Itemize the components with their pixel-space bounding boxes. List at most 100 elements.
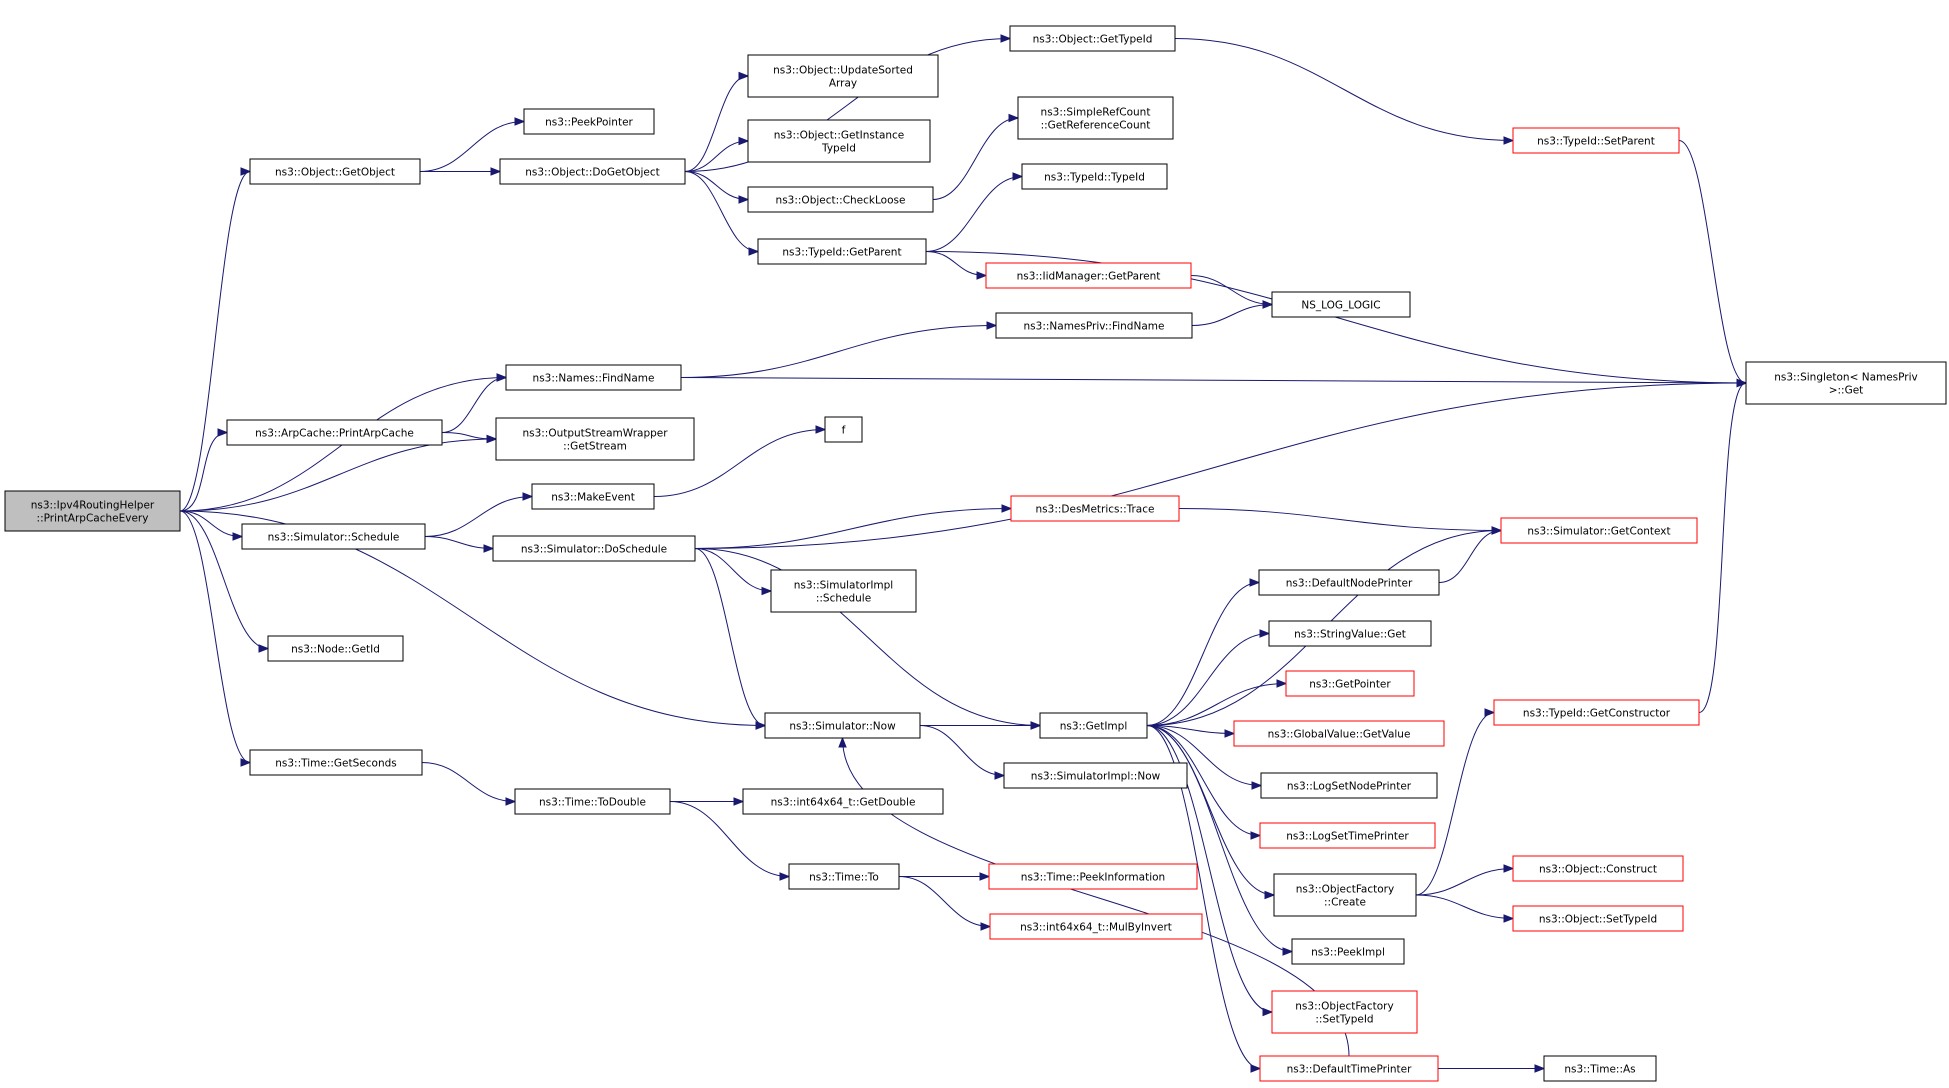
node-int64GetDouble[interactable]: ns3::int64x64_t::GetDouble (742, 788, 944, 815)
edge-getImpl-to-globalValueGetValue (1146, 725, 1236, 738)
node-label: ns3::TypeId::SetParent (1537, 136, 1655, 148)
node-simImplNow[interactable]: ns3::SimulatorImpl::Now (1003, 762, 1188, 789)
node-label: ns3::Time::GetSeconds (275, 758, 396, 770)
node-simNow[interactable]: ns3::Simulator::Now (764, 712, 921, 739)
node-label: ::PrintArpCacheEvery (37, 513, 149, 525)
node-timeTo[interactable]: ns3::Time::To (788, 863, 900, 890)
node-peekPointer[interactable]: ns3::PeekPointer (523, 108, 655, 135)
node-box (1291, 938, 1405, 965)
node-nsLogLogic[interactable]: NS_LOG_LOGIC (1271, 291, 1411, 318)
node-getObject[interactable]: ns3::Object::GetObject (249, 158, 421, 185)
node-getImpl[interactable]: ns3::GetImpl (1039, 712, 1148, 739)
node-label: f (842, 425, 846, 437)
call-edges (179, 34, 1748, 1073)
node-simDoSchedule[interactable]: ns3::Simulator::DoSchedule (492, 535, 696, 562)
node-label: ns3::TypeId::GetConstructor (1523, 708, 1671, 720)
node-label: ns3::Ipv4RoutingHelper (31, 500, 155, 512)
edge-doGetObject-to-typeIdGetParent (684, 171, 760, 256)
node-label: ns3::TypeId::GetParent (782, 247, 901, 259)
node-typeIdSetParent[interactable]: ns3::TypeId::SetParent (1512, 127, 1680, 154)
node-objectConstruct[interactable]: ns3::Object::Construct (1512, 855, 1684, 882)
node-box (1512, 855, 1684, 882)
node-box (1273, 873, 1417, 917)
node-label: ::Create (1324, 897, 1366, 909)
node-label: TypeId (821, 143, 856, 155)
node-label: ns3::Simulator::GetContext (1527, 526, 1670, 538)
node-box (492, 535, 696, 562)
node-timeToDouble[interactable]: ns3::Time::ToDouble (514, 788, 671, 815)
edge-namesPrivFindName-to-nsLogLogic (1191, 300, 1274, 326)
node-label: ns3::GetPointer (1309, 679, 1391, 691)
node-iidGetParent[interactable]: ns3::IidManager::GetParent (985, 262, 1192, 289)
edge-simDoSchedule-to-simNow (694, 548, 767, 730)
node-box (824, 416, 863, 443)
node-timePeekInformation[interactable]: ns3::Time::PeekInformation (988, 863, 1198, 890)
node-box (1500, 517, 1698, 544)
node-simGetContext[interactable]: ns3::Simulator::GetContext (1500, 517, 1698, 544)
node-box (249, 158, 421, 185)
node-typeIdTypeId[interactable]: ns3::TypeId::TypeId (1021, 163, 1168, 190)
edge-objectFactoryCreate-to-objectConstruct (1415, 864, 1515, 896)
node-box (1493, 699, 1700, 726)
node-label: ns3::LogSetTimePrinter (1286, 831, 1409, 843)
node-label: ns3::Object::Construct (1539, 864, 1657, 876)
node-label: ns3::Time::As (1564, 1064, 1635, 1076)
node-f[interactable]: f (824, 416, 863, 443)
node-defaultNodePrinter[interactable]: ns3::DefaultNodePrinter (1258, 569, 1440, 596)
node-stringValueGet[interactable]: ns3::StringValue::Get (1268, 620, 1432, 647)
node-objectSetTypeId[interactable]: ns3::Object::SetTypeId (1512, 905, 1684, 932)
node-box (1009, 25, 1176, 52)
node-box (770, 569, 917, 613)
node-label: ns3::GetImpl (1060, 721, 1128, 733)
node-logSetTimePrinter[interactable]: ns3::LogSetTimePrinter (1259, 822, 1436, 849)
node-box (747, 119, 931, 163)
node-globalValueGetValue[interactable]: ns3::GlobalValue::GetValue (1233, 720, 1445, 747)
node-namesPrivFindName[interactable]: ns3::NamesPriv::FindName (995, 312, 1193, 339)
node-peekImpl[interactable]: ns3::PeekImpl (1291, 938, 1405, 965)
node-label: ::GetStream (563, 441, 627, 453)
node-simpleRefCount[interactable]: ns3::SimpleRefCount::GetReferenceCount (1017, 96, 1174, 140)
node-box (267, 635, 404, 662)
node-box (1233, 720, 1445, 747)
node-checkLoose[interactable]: ns3::Object::CheckLoose (747, 186, 934, 213)
node-simImplSchedule[interactable]: ns3::SimulatorImpl::Schedule (770, 569, 917, 613)
node-logSetNodePrinter[interactable]: ns3::LogSetNodePrinter (1260, 772, 1438, 799)
node-typeIdGetConstructor[interactable]: ns3::TypeId::GetConstructor (1493, 699, 1700, 726)
node-doGetObject[interactable]: ns3::Object::DoGetObject (499, 158, 686, 185)
node-objectFactorySetTypeId[interactable]: ns3::ObjectFactory::SetTypeId (1271, 990, 1418, 1034)
node-objectFactoryCreate[interactable]: ns3::ObjectFactory::Create (1273, 873, 1417, 917)
node-makeEvent[interactable]: ns3::MakeEvent (531, 483, 655, 510)
edge-root-to-arpCachePrint (179, 428, 229, 512)
node-box (1543, 1055, 1657, 1082)
node-box (757, 238, 927, 265)
node-namesFindName[interactable]: ns3::Names::FindName (505, 364, 682, 391)
node-getPointer[interactable]: ns3::GetPointer (1285, 670, 1415, 697)
node-timeGetSeconds[interactable]: ns3::Time::GetSeconds (249, 749, 423, 776)
node-singletonGet[interactable]: ns3::Singleton< NamesPriv >::Get (1745, 361, 1947, 405)
node-typeIdGetParent[interactable]: ns3::TypeId::GetParent (757, 238, 927, 265)
node-simSchedule[interactable]: ns3::Simulator::Schedule (241, 523, 426, 550)
node-timeAs[interactable]: ns3::Time::As (1543, 1055, 1657, 1082)
call-nodes: ns3::Ipv4RoutingHelper::PrintArpCacheEve… (4, 25, 1947, 1082)
node-defaultTimePrinter[interactable]: ns3::DefaultTimePrinter (1259, 1055, 1439, 1082)
node-label: ns3::Singleton< NamesPriv (1774, 372, 1918, 384)
node-root[interactable]: ns3::Ipv4RoutingHelper::PrintArpCacheEve… (4, 490, 181, 532)
node-box (1039, 712, 1148, 739)
node-box (747, 186, 934, 213)
edge-simDoSchedule-to-desMetricsTrace (694, 504, 1013, 549)
node-label: ns3::Time::PeekInformation (1021, 872, 1165, 884)
node-desMetricsTrace[interactable]: ns3::DesMetrics::Trace (1010, 495, 1180, 522)
node-arpCachePrint[interactable]: ns3::ArpCache::PrintArpCache (226, 419, 443, 446)
edge-root-to-timeGetSeconds (179, 510, 252, 767)
node-box (241, 523, 426, 550)
node-box (995, 312, 1193, 339)
node-nodeGetId[interactable]: ns3::Node::GetId (267, 635, 404, 662)
node-objGetTypeId[interactable]: ns3::Object::GetTypeId (1009, 25, 1176, 52)
node-label: ns3::Object::UpdateSorted (773, 65, 913, 77)
node-outputStream[interactable]: ns3::OutputStreamWrapper::GetStream (495, 417, 695, 461)
node-box (514, 788, 671, 815)
node-label: ns3::ObjectFactory (1295, 1001, 1393, 1013)
node-int64MulByInvert[interactable]: ns3::int64x64_t::MulByInvert (989, 913, 1203, 940)
